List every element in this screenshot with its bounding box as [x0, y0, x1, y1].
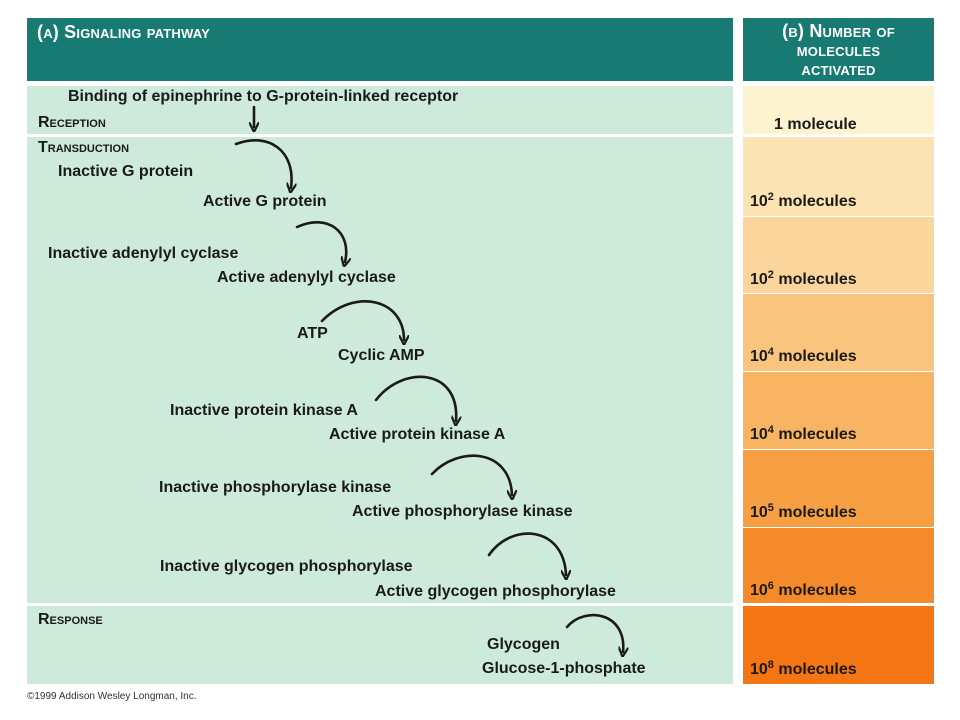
molecules-activated-title-line3: activated [801, 59, 876, 79]
count-label-glucose: 108 molecules [750, 659, 857, 678]
glycogen-to-glucose-arrow [565, 613, 623, 652]
count-cell-phosphorylase-kinase [743, 450, 934, 527]
molecules-activated-title: (b) Number of molecules activated [743, 22, 934, 79]
copyright-credit: ©1999 Addison Wesley Longman, Inc. [27, 691, 197, 702]
count-cell-glycogen-phosphorylase [743, 528, 934, 603]
inactive-g-protein-label: Inactive G protein [58, 163, 194, 180]
count-label-protein-kinase-a: 104 molecules [750, 424, 857, 443]
inactive-phosphorylase-kinase-label: Inactive phosphorylase kinase [159, 479, 392, 496]
inactive-glycogen-phosphorylase-label: Inactive glycogen phosphorylase [160, 558, 413, 575]
molecules-activated-title-line2: molecules [796, 40, 881, 60]
active-glycogen-phosphorylase-label: Active glycogen phosphorylase [375, 583, 616, 600]
active-adenylyl-cyclase-label: Active adenylyl cyclase [217, 269, 396, 286]
molecules-activated-title-line1: (b) Number of [782, 21, 895, 41]
active-g-protein-label: Active G protein [203, 193, 327, 210]
glycogen-label: Glycogen [487, 636, 560, 653]
response-panel [27, 606, 733, 684]
count-label-cyclic-amp: 104 molecules [750, 346, 857, 365]
count-cell-glucose [743, 606, 934, 684]
inactive-protein-kinase-a-label: Inactive protein kinase A [170, 402, 358, 419]
signaling-pathway-title: (a) Signaling pathway [37, 22, 211, 42]
glucose-1-phosphate-label: Glucose-1-phosphate [482, 660, 646, 677]
inactive-adenylyl-cyclase-label: Inactive adenylyl cyclase [48, 245, 239, 262]
count-label-g-protein: 102 molecules [750, 191, 857, 210]
cyclic-amp-label: Cyclic AMP [338, 347, 425, 364]
active-protein-kinase-a-label: Active protein kinase A [329, 426, 506, 443]
active-phosphorylase-kinase-label: Active phosphorylase kinase [352, 503, 573, 520]
count-cell-cyclic-amp [743, 294, 934, 371]
count-label-glycogen-phosphorylase: 106 molecules [750, 580, 857, 599]
response-label: Response [38, 611, 103, 628]
count-label-reception: 1 molecule [774, 116, 857, 133]
reception-panel [27, 86, 733, 134]
adenylyl-cyclase-arrow [295, 221, 346, 262]
atp-label: ATP [297, 325, 328, 342]
count-cell-g-protein [743, 137, 934, 216]
protein-kinase-a-arrow [374, 375, 456, 421]
camp-arrow [320, 300, 404, 340]
count-label-phosphorylase-kinase: 105 molecules [750, 502, 857, 521]
count-cell-adenylyl-cyclase [743, 217, 934, 293]
glycogen-phosphorylase-arrow [487, 532, 566, 575]
count-cell-reception [743, 86, 934, 134]
transduction-label: Transduction [38, 139, 130, 156]
phosphorylase-kinase-arrow [430, 454, 512, 495]
g-protein-arrow [234, 139, 292, 188]
reception-label: Reception [38, 114, 106, 131]
transduction-panel [27, 137, 733, 603]
count-cell-protein-kinase-a [743, 372, 934, 449]
count-label-adenylyl-cyclase: 102 molecules [750, 269, 857, 288]
signaling-pathway-header: (a) Signaling pathway [27, 18, 733, 81]
molecules-activated-header: (b) Number of molecules activated [743, 18, 934, 81]
binding-label: Binding of epinephrine to G-protein-link… [68, 88, 459, 105]
